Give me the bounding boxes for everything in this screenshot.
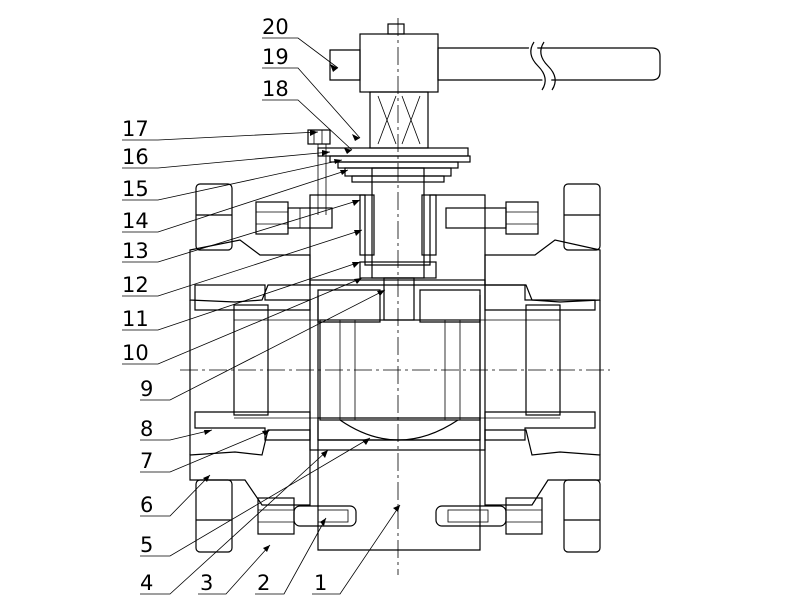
label-1: 1 — [314, 571, 327, 595]
stem-top — [369, 91, 429, 149]
bolt-upper-left — [255, 201, 333, 235]
label-4: 4 — [140, 571, 153, 595]
label-6: 6 — [140, 493, 153, 517]
bolt-upper-right — [445, 201, 539, 235]
label-20: 20 — [262, 15, 289, 39]
label-16: 16 — [122, 145, 149, 169]
part-labels: 20 19 18 17 16 15 14 13 12 11 10 9 8 7 6… — [122, 15, 327, 595]
label-9: 9 — [140, 377, 153, 401]
label-8: 8 — [140, 417, 153, 441]
bolt-lower-right — [435, 497, 543, 535]
seats — [194, 284, 596, 441]
leader-lines — [122, 37, 401, 595]
handle — [329, 23, 661, 93]
label-15: 15 — [122, 177, 149, 201]
label-3: 3 — [200, 571, 213, 595]
label-10: 10 — [122, 341, 149, 365]
label-2: 2 — [257, 571, 270, 595]
label-11: 11 — [122, 307, 149, 331]
label-17: 17 — [122, 117, 149, 141]
bolts — [255, 201, 543, 535]
label-12: 12 — [122, 273, 149, 297]
label-13: 13 — [122, 239, 149, 263]
label-19: 19 — [262, 45, 289, 69]
label-7: 7 — [140, 449, 153, 473]
valve-body — [309, 194, 486, 551]
ball — [234, 319, 560, 441]
label-14: 14 — [122, 209, 149, 233]
left-end-cap — [189, 183, 311, 553]
arrow-heads — [203, 64, 400, 552]
label-5: 5 — [140, 533, 153, 557]
bolt-lower-left — [257, 497, 357, 535]
center-lines — [180, 18, 610, 575]
label-18: 18 — [262, 77, 289, 101]
right-end-cap — [484, 183, 601, 553]
